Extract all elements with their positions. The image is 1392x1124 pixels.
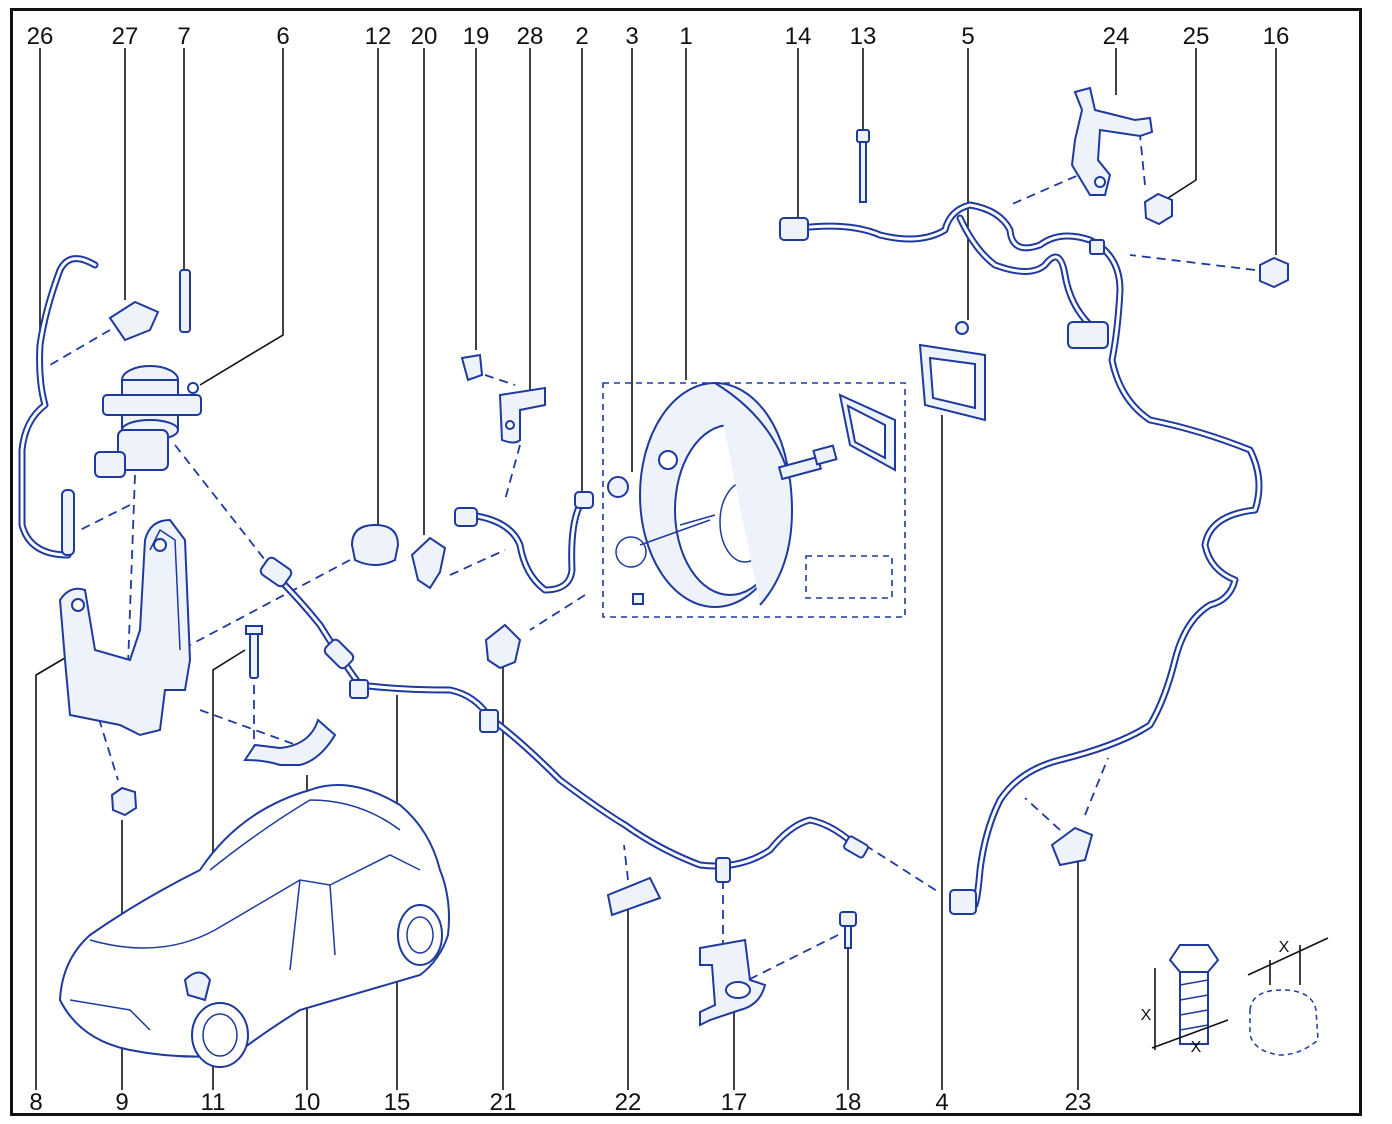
callout-22: 22	[614, 1089, 642, 1116]
callout-21: 21	[489, 1089, 517, 1116]
pump-bracket	[58, 518, 192, 737]
bolt-11	[249, 627, 259, 679]
vacuum-hose-15	[259, 556, 869, 883]
callout-6: 6	[276, 23, 290, 50]
booster-kit-box	[602, 382, 906, 618]
clip-22	[606, 876, 662, 917]
vacuum-pump	[94, 365, 202, 478]
clip-20	[410, 536, 447, 590]
brake-booster	[639, 382, 896, 608]
screw-18	[839, 911, 857, 949]
callout-16: 16	[1262, 23, 1290, 50]
callout-13: 13	[849, 23, 877, 50]
callout-3: 3	[625, 23, 639, 50]
vacuum-hose-26	[18, 255, 99, 559]
o-ring	[615, 536, 647, 568]
callout-15: 15	[383, 1089, 411, 1116]
callout-2: 2	[575, 23, 589, 50]
dimension-x-nut-size: X	[1278, 939, 1290, 956]
nut-25	[1143, 192, 1173, 226]
callout-23: 23	[1064, 1089, 1092, 1116]
grommet	[658, 450, 678, 470]
nut-16	[1259, 256, 1289, 289]
cap-12	[350, 523, 400, 566]
vehicle-location-illustration	[58, 784, 450, 1068]
callout-4: 4	[935, 1089, 949, 1116]
clip-23	[1050, 826, 1094, 867]
callout-8: 8	[29, 1089, 43, 1116]
callout-14: 14	[784, 23, 812, 50]
bolt-13	[856, 129, 870, 203]
dimension-x-bolt-diameter: X	[1190, 1039, 1202, 1056]
bracket-17-hole	[725, 981, 751, 999]
booster-nut	[632, 593, 644, 605]
bracket-28	[498, 386, 546, 444]
torque-detail	[1151, 937, 1329, 1056]
booster-subkit-box	[805, 555, 893, 599]
heat-shield-10	[243, 718, 337, 766]
cap-19	[460, 353, 484, 382]
callout-18: 18	[834, 1089, 862, 1116]
diagram-frame	[10, 8, 1362, 1116]
callout-26: 26	[26, 23, 54, 50]
dimension-x-bolt-length: X	[1140, 1007, 1152, 1024]
callout-24: 24	[1102, 23, 1130, 50]
callout-5: 5	[961, 23, 975, 50]
vacuum-hose-2	[454, 491, 594, 594]
callout-12: 12	[364, 23, 392, 50]
callout-11: 11	[200, 1089, 226, 1116]
callout-19: 19	[462, 23, 490, 50]
seal-ring	[607, 476, 629, 498]
callout-1: 1	[679, 23, 693, 50]
bracket-24-hole	[1094, 176, 1106, 188]
callout-27: 27	[111, 23, 139, 50]
bracket-24	[1070, 86, 1154, 196]
callout-10: 10	[293, 1089, 321, 1116]
nut-9	[110, 786, 138, 817]
booster-gasket	[918, 321, 986, 422]
callout-20: 20	[410, 23, 438, 50]
callout-9: 9	[115, 1089, 129, 1116]
vacuum-hose-14	[779, 201, 1263, 915]
clip-21	[484, 623, 522, 670]
bolt-11-head	[245, 625, 263, 635]
callout-17: 17	[720, 1089, 748, 1116]
stud-bolt	[179, 269, 191, 333]
callout-25: 25	[1182, 23, 1210, 50]
callout-7: 7	[177, 23, 191, 50]
callout-28: 28	[516, 23, 544, 50]
hose-clip-27	[108, 300, 160, 342]
bracket-28-hole	[505, 420, 515, 430]
